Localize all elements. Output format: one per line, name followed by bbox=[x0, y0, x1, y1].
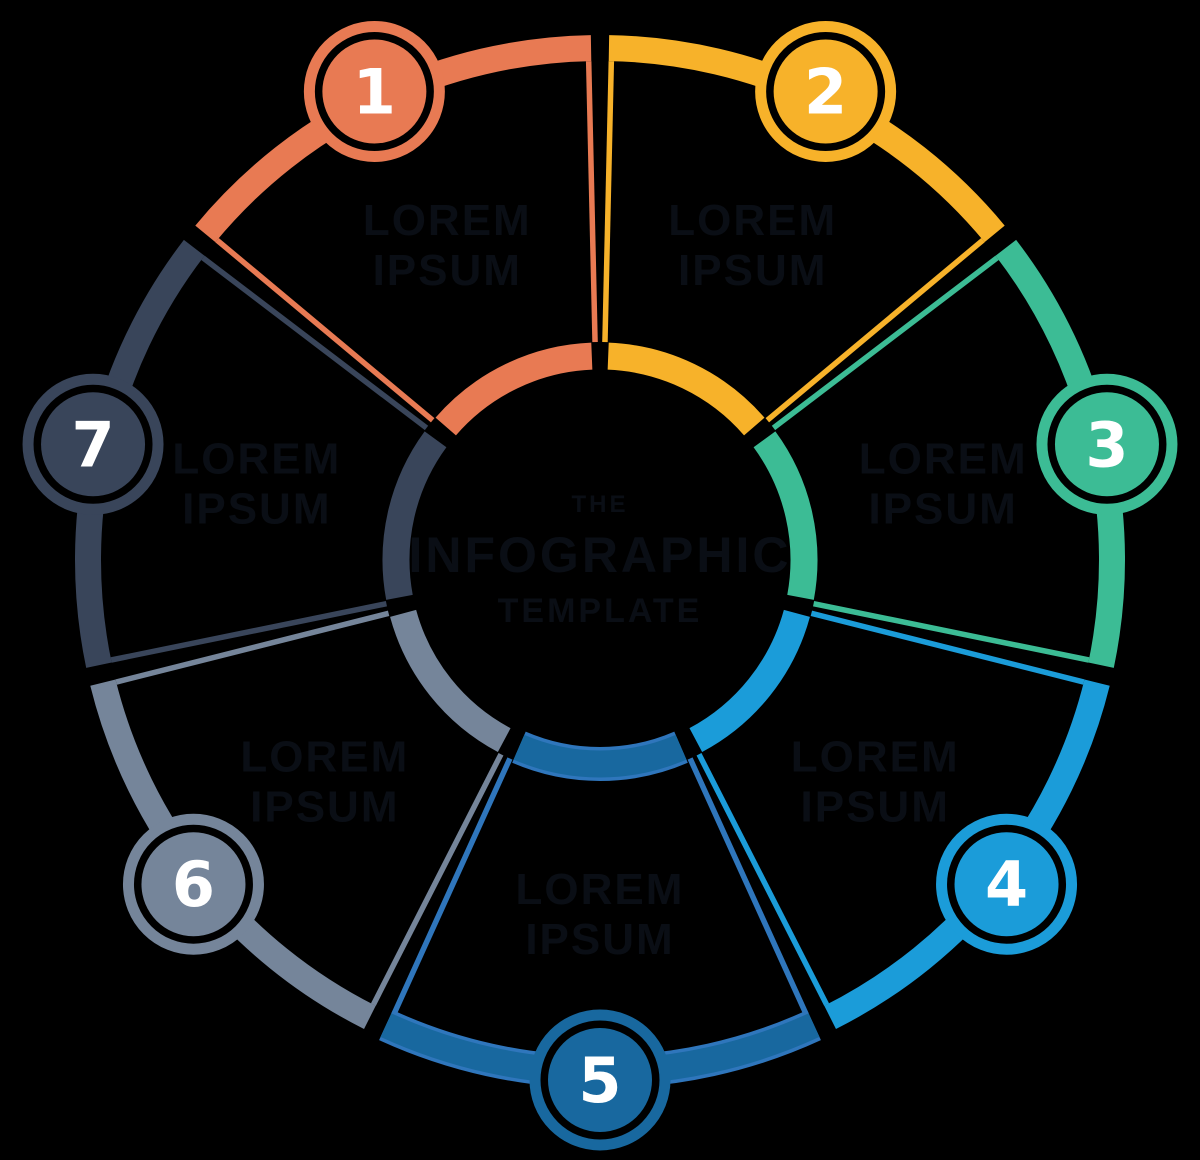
badge-outer-ring bbox=[755, 20, 897, 162]
badge-1: 1 bbox=[303, 20, 445, 162]
center-title-group: THE INFOGRAPHIC TEMPLATE bbox=[409, 491, 792, 630]
badge-circle bbox=[1054, 392, 1159, 497]
badge-outer-ring bbox=[303, 20, 445, 162]
edge-line-5-ccw bbox=[687, 757, 809, 1016]
badge-number-2: 2 bbox=[804, 55, 847, 128]
badge-4: 4 bbox=[936, 813, 1078, 955]
badge-circle bbox=[773, 39, 878, 144]
center-line-2: INFOGRAPHIC bbox=[409, 527, 792, 583]
inner-arc-segment-3 bbox=[753, 431, 818, 600]
edge-line-6-cw bbox=[115, 610, 390, 685]
badge-3: 3 bbox=[1036, 373, 1178, 515]
edge-line-3-cw bbox=[813, 600, 1090, 663]
badge-outer-ring bbox=[936, 813, 1078, 955]
inner-arc-segment-2 bbox=[607, 342, 765, 436]
badge-number-7: 7 bbox=[71, 408, 114, 481]
edge-line-3-ccw bbox=[771, 255, 999, 431]
badge-circle bbox=[548, 1028, 652, 1132]
badge-outer-ring bbox=[122, 813, 264, 955]
edge-line-7-ccw bbox=[110, 600, 387, 663]
edge-line-6-ccw bbox=[370, 752, 504, 1006]
edge-line-2-ccw bbox=[602, 61, 615, 343]
badge-circle bbox=[322, 39, 427, 144]
edge-line-4-cw bbox=[696, 752, 830, 1006]
badge-circle bbox=[41, 392, 146, 497]
badge-number-5: 5 bbox=[578, 1044, 621, 1117]
inner-arc-segment-5 bbox=[513, 734, 687, 778]
badge-outer-ring bbox=[529, 1009, 671, 1151]
badge-5: 5 bbox=[529, 1009, 671, 1151]
inner-arc-segment-7 bbox=[382, 431, 447, 600]
edge-line-2-cw bbox=[765, 238, 985, 423]
badge-2: 2 bbox=[755, 20, 897, 162]
badge-7: 7 bbox=[22, 373, 164, 515]
inner-arc-segment-1 bbox=[435, 342, 593, 436]
edge-line-1-ccw bbox=[215, 238, 435, 423]
edge-line-4-ccw bbox=[810, 610, 1085, 685]
edge-line-7-cw bbox=[201, 255, 429, 431]
edge-line-5-cw bbox=[391, 757, 513, 1016]
badge-circle bbox=[954, 832, 1059, 937]
badge-6: 6 bbox=[122, 813, 264, 955]
badge-number-6: 6 bbox=[172, 848, 215, 921]
inner-arc-segment-4 bbox=[689, 609, 810, 753]
inner-arc-segment-6 bbox=[390, 609, 511, 753]
center-line-1: THE bbox=[572, 491, 629, 518]
badge-number-4: 4 bbox=[985, 848, 1028, 921]
edge-line-1-cw bbox=[585, 61, 598, 343]
badge-outer-ring bbox=[1036, 373, 1178, 515]
badge-number-3: 3 bbox=[1085, 408, 1128, 481]
badge-outer-ring bbox=[22, 373, 164, 515]
badge-circle bbox=[141, 832, 246, 937]
badge-number-1: 1 bbox=[353, 55, 396, 128]
center-line-3: TEMPLATE bbox=[498, 592, 703, 630]
